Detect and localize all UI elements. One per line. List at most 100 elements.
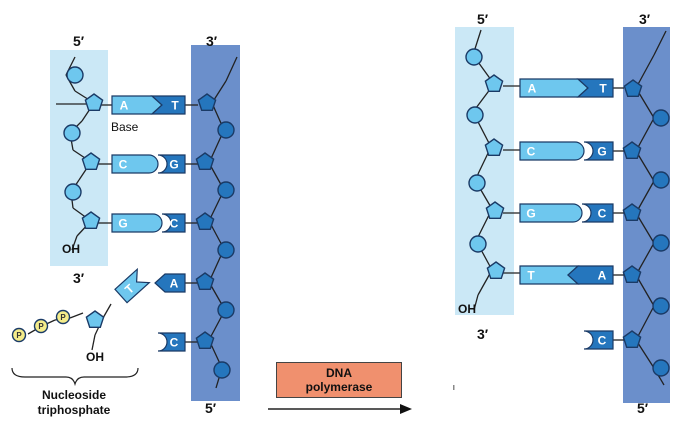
nucleoside-label-line2: triphosphate <box>37 403 111 417</box>
right-new-strand-band <box>455 27 514 315</box>
right-new-sugar <box>484 138 504 157</box>
enzyme-label-line1: DNA <box>326 366 352 380</box>
incoming-sugar <box>85 310 105 328</box>
dna-polymerase-box: DNA polymerase <box>276 362 402 398</box>
nucleotide-oh-label: OH <box>86 350 104 364</box>
right-template-backbone-line <box>635 117 655 152</box>
right-template-phosphate <box>652 109 670 127</box>
right-template-unpaired-base-1-letter: C <box>598 334 607 348</box>
left-pair1-template-base-letter: T <box>171 99 179 113</box>
left-template-phosphate <box>217 241 235 259</box>
right-pair3-new-base-letter: G <box>526 207 535 221</box>
right-pair1-template-base <box>576 78 614 98</box>
right-pair3-new-base <box>519 203 583 223</box>
incoming-base-shape <box>114 267 151 304</box>
nucleotide-oh-line <box>91 334 96 351</box>
right-template-backbone-line <box>635 54 655 89</box>
left-new-sugar <box>81 211 101 230</box>
left-pair2-new-base <box>111 154 159 174</box>
right-pair4-new-base-letter: T <box>527 269 535 283</box>
left-pair3-template-base-letter: C <box>170 217 179 231</box>
left-pair2-template-base-letter: G <box>169 158 178 172</box>
template-sugar-pentagon <box>197 93 217 112</box>
nucleoside-bracket <box>11 367 139 387</box>
left-new-phosphate <box>66 66 84 84</box>
right-template-backbone-line <box>635 339 655 369</box>
right-template-backbone-line <box>635 150 655 182</box>
enzyme-label-line2: polymerase <box>305 380 373 394</box>
left-template-unpaired-base-2-letter: C <box>170 336 179 350</box>
reaction-arrowhead <box>400 404 412 414</box>
left-template-unpaired-base-1-letter: A <box>170 277 179 291</box>
triphosphate-label-3: P <box>16 331 22 340</box>
right-new-sugar <box>486 261 506 279</box>
right-pair2-new-base <box>519 141 585 161</box>
right-template-phosphate <box>652 234 670 252</box>
small-mark <box>453 385 455 390</box>
right-new-backbone-line <box>473 294 479 311</box>
left-new-sugar <box>84 93 104 112</box>
incoming-base: T <box>114 267 151 304</box>
right-pair3-template-base <box>581 203 614 223</box>
left-oh-label: OH <box>62 242 80 256</box>
right-new-sugar <box>485 201 505 220</box>
left-new-sugar <box>81 152 101 171</box>
right-new-sugar <box>484 74 504 93</box>
left-new-phosphate <box>63 124 81 142</box>
right-new-phosphate <box>465 48 483 66</box>
triphosphate-circle-3 <box>11 327 27 343</box>
right-pair4-template-base-letter: A <box>598 269 607 283</box>
left-new-phosphate <box>64 183 82 201</box>
right-pair2-new-base-letter: C <box>527 145 536 159</box>
right-template-backbone-line <box>635 180 655 214</box>
right-template-backbone-line <box>635 274 655 307</box>
right-oh-label: OH <box>458 302 476 316</box>
template-sugar-pentagon <box>623 79 643 98</box>
template-sugar-pentagon <box>195 272 215 290</box>
template-sugar-pentagon <box>622 141 642 160</box>
triphosphate-label-2: P <box>38 322 44 331</box>
template-sugar-pentagon <box>195 152 215 171</box>
right-pair2-template-base <box>583 141 614 161</box>
left-template-phosphate <box>217 181 235 199</box>
nucleoside-triphosphate-label: Nucleoside triphosphate <box>12 388 136 418</box>
left-pair1-template-base <box>150 95 186 115</box>
left-pair3-new-base-letter: G <box>118 217 127 231</box>
right-pair1-new-base-letter: A <box>528 82 537 96</box>
right-template-phosphate <box>652 359 670 377</box>
template-sugar-pentagon <box>622 265 642 283</box>
left-template-phosphate <box>213 361 231 379</box>
right-template-phosphate <box>652 171 670 189</box>
left-pair2-new-base-letter: C <box>119 158 128 172</box>
nucleotide-backbone-line <box>69 312 84 319</box>
right-new-phosphate <box>469 235 487 253</box>
base-label: Base <box>111 120 139 134</box>
triphosphate-circle-1 <box>55 309 71 325</box>
right-new-phosphate <box>468 174 486 192</box>
template-sugar-pentagon <box>195 331 215 349</box>
right-new-strand-3prime-label: 3′ <box>477 326 489 342</box>
right-template-backbone-line <box>635 305 655 341</box>
right-new-phosphate <box>466 106 484 124</box>
triphosphate-label-1: P <box>60 313 66 322</box>
right-template-5prime-label: 5′ <box>637 400 649 416</box>
left-template-unpaired-base-1 <box>154 273 186 293</box>
nucleoside-label-line1: Nucleoside <box>41 388 107 402</box>
left-new-backbone-line <box>71 235 78 251</box>
right-pair1-template-base-letter: T <box>599 82 607 96</box>
left-pair3-template-base <box>161 213 186 233</box>
left-pair3-new-base <box>111 213 163 233</box>
right-template-backbone-line <box>635 212 655 244</box>
left-new-strand-5prime-label: 5′ <box>73 33 85 49</box>
right-template-3prime-label: 3′ <box>639 11 651 27</box>
right-new-strand-5prime-label: 5′ <box>477 11 489 27</box>
left-template-unpaired-base-2 <box>157 332 186 352</box>
left-template-5prime-label: 5′ <box>205 400 217 416</box>
left-pair1-new-base-letter: A <box>120 99 129 113</box>
right-pair4-template-base <box>567 265 614 285</box>
left-template-phosphate <box>217 301 235 319</box>
template-sugar-pentagon <box>622 203 642 222</box>
template-sugar-pentagon <box>195 212 215 231</box>
right-template-unpaired-base-1 <box>583 330 614 350</box>
